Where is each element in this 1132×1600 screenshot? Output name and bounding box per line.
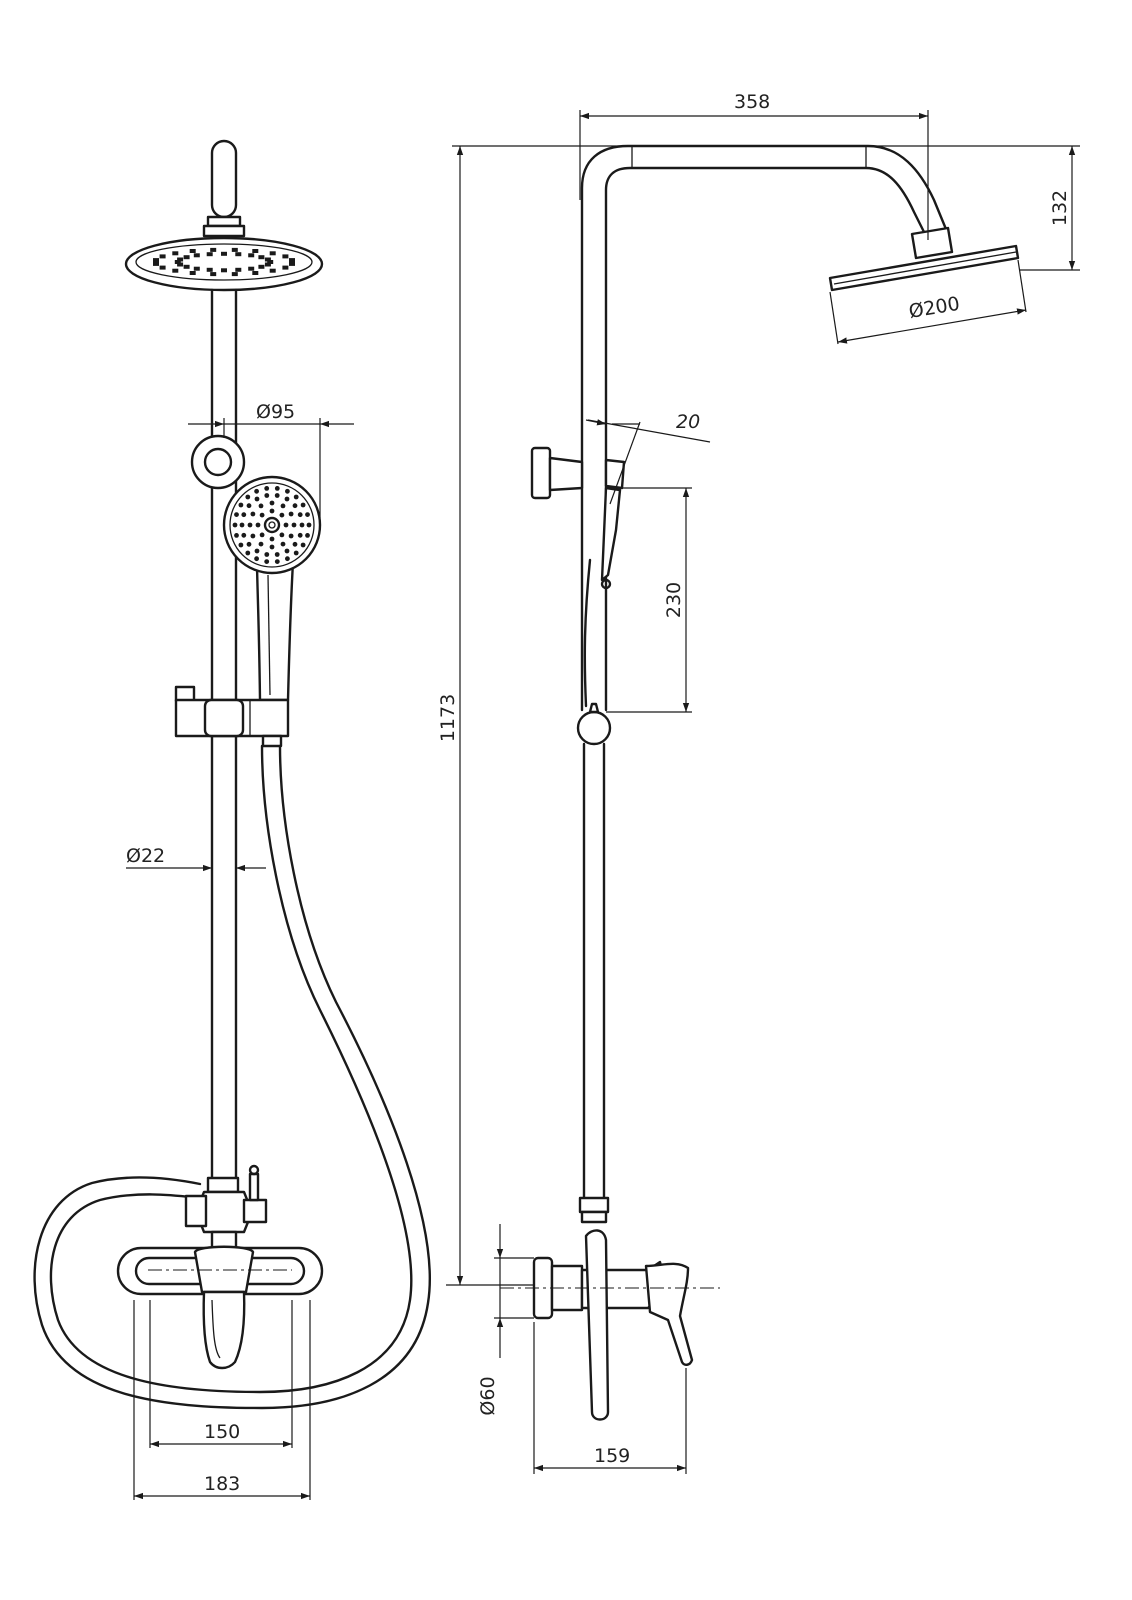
slider-holder: [174, 685, 290, 748]
dim-pipe-diameter: Ø22: [126, 845, 266, 872]
dim-label-159: 159: [594, 1445, 630, 1467]
dim-label-1173: 1173: [437, 694, 459, 742]
dim-arm-length: 358: [579, 91, 929, 240]
dim-label-183: 183: [204, 1473, 240, 1495]
dim-angle-20: 20: [585, 411, 711, 505]
dim-mixer-widths: 150 183: [133, 1300, 311, 1500]
hand-shower-side: [583, 486, 622, 708]
dim-total-height: 1173: [437, 145, 646, 1286]
dim-label-230: 230: [663, 582, 685, 618]
dim-label-d22: Ø22: [126, 845, 165, 867]
dim-label-d200: Ø200: [907, 293, 961, 323]
top-stub: [202, 139, 246, 238]
hand-shower-nozzles: [232, 486, 312, 564]
hand-shower-hook: [190, 434, 246, 490]
side-view: 1173 358 132: [437, 91, 1080, 1474]
shower-hose: [33, 744, 431, 1410]
dim-wall-flange-diameter: Ø60: [477, 1224, 534, 1416]
dim-label-d60: Ø60: [477, 1376, 499, 1415]
front-view: Ø95 Ø22 150 183: [33, 139, 431, 1500]
riser-pipe: [580, 144, 950, 712]
slider-knob-side: [576, 702, 612, 1224]
mixer-side: [500, 1229, 720, 1421]
dim-label-20: 20: [676, 411, 700, 433]
diverter: [184, 1164, 268, 1254]
dim-label-132: 132: [1049, 190, 1071, 226]
dim-head-drop: 132: [866, 145, 1080, 271]
rain-head-nozzles: [153, 247, 295, 277]
dim-mixer-depth: 159: [533, 1322, 687, 1474]
mixer-body: [116, 1245, 324, 1370]
dim-label-150: 150: [204, 1421, 240, 1443]
hand-shower: [222, 475, 322, 702]
rain-shower-head: [124, 236, 324, 292]
hand-shower-bracket-side: [530, 446, 626, 500]
rain-head-side: [828, 226, 1020, 292]
dim-label-d95: Ø95: [256, 401, 295, 423]
dim-label-358: 358: [734, 91, 770, 113]
dim-hand-shower-diameter: Ø95: [188, 401, 354, 518]
dim-slider-travel: 230: [606, 487, 692, 713]
